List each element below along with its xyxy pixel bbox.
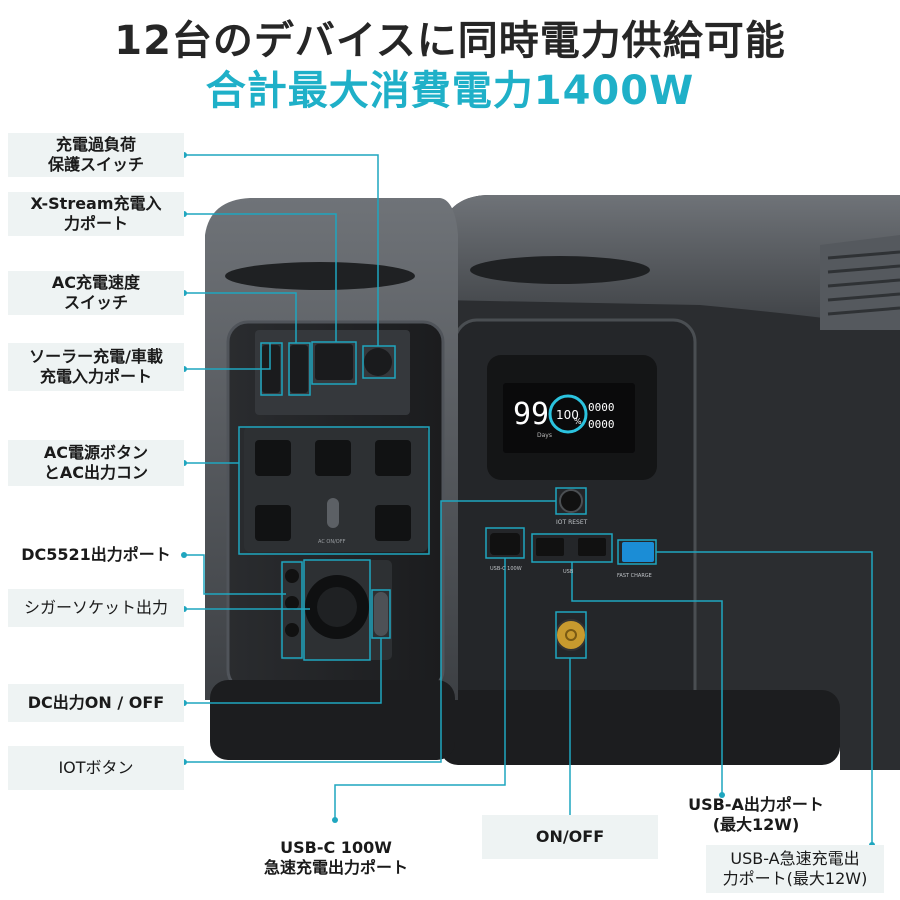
usbc-port-text: USB-C 100W — [490, 566, 522, 572]
label-dc-onoff: DC出力ON / OFF — [8, 684, 184, 722]
label-solar-input: ソーラー充電/車載充電入力ポート — [8, 343, 184, 391]
subheadline: 合計最大消費電力1400W — [205, 68, 695, 114]
label-overload-switch: 充電過負荷保護スイッチ — [8, 133, 184, 177]
label-dc5521: DC5521出力ポート — [21, 545, 171, 564]
label-ac-power: AC電源ボタンとAC出力コン — [8, 440, 184, 486]
usb-text: USB — [563, 569, 574, 575]
label-usba-fast: USB-A急速充電出力ポート(最大12W) — [706, 845, 884, 893]
ac-on-text: AC ON/OFF — [318, 539, 346, 545]
headline: 12台のデバイスに同時電力供給可能 — [114, 18, 786, 64]
label-cigar-socket: シガーソケット出力 — [8, 589, 184, 627]
iot-reset-text: IOT RESET — [556, 519, 588, 526]
label-usba: USB-A出力ポート(最大12W) — [688, 795, 824, 834]
label-iot-button: IOTボタン — [8, 746, 184, 790]
display-days: Days — [537, 432, 552, 439]
label-ac-speed-switch: AC充電速度スイッチ — [8, 271, 184, 315]
label-xstream-port: X-Stream充電入力ポート — [8, 192, 184, 236]
display-battery: 99 — [513, 397, 549, 432]
display-percent: 100 — [556, 408, 579, 422]
display-digits-a: 0000 — [588, 401, 615, 414]
fast-charge-text: FAST CHARGE — [617, 573, 652, 579]
display-digits-b: 0000 — [588, 418, 615, 431]
display-percent-unit: % — [574, 417, 582, 426]
label-onoff: ON/OFF — [482, 815, 658, 859]
